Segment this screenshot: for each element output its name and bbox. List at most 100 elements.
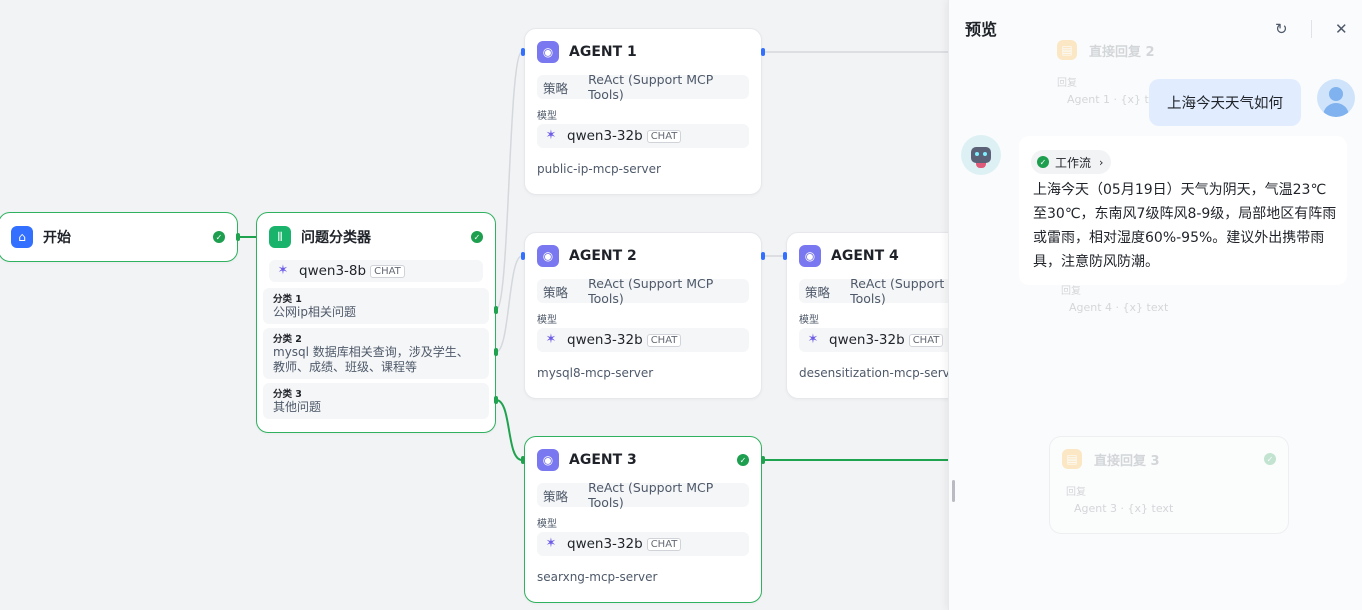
user-avatar [1317, 79, 1355, 117]
divider [1311, 20, 1312, 38]
classifier-model: ✶ qwen3-8b CHAT [269, 260, 483, 282]
classifier-port[interactable] [494, 348, 498, 356]
user-message: 上海今天天气如何 [1149, 79, 1301, 126]
category-item: 分类 1 公网ip相关问题 [263, 288, 489, 324]
agent-icon: ◉ [537, 41, 559, 63]
model-label: 模型 [799, 315, 819, 326]
resize-handle[interactable] [952, 480, 955, 502]
strategy-label: 策略 [543, 488, 569, 504]
agent-icon: ◉ [537, 245, 559, 267]
bot-message: ✓ 工作流 › 上海今天（05月19日）天气为阴天，气温23℃至30℃，东南风7… [1019, 136, 1347, 285]
category-item: 分类 2 mysql 数据库相关查询，涉及学生、教师、成绩、班级、课程等 [263, 328, 489, 379]
classifier-node[interactable]: ⫴ 问题分类器 ✓ ✶ qwen3-8b CHAT 分类 1 公网ip相关问题 … [256, 212, 496, 433]
reply-3-node-ghost: ▤ 直接回复 3 ✓ 回复 Agent 3 · {x} text [1049, 436, 1289, 534]
agent-input-port[interactable] [521, 48, 525, 56]
mcp-server: public-ip-mcp-server [537, 162, 661, 176]
model-label: 模型 [537, 519, 557, 530]
reply-value: Agent 3 · {x} text [1074, 502, 1174, 515]
model-logo-icon: ✶ [545, 128, 557, 143]
strategy-value: ReAct (Support MCP Tools) [588, 72, 714, 102]
model-logo-icon: ✶ [807, 332, 819, 347]
category-item: 分类 3 其他问题 [263, 383, 489, 419]
reply-2-node-ghost: ▤ 直接回复 2 回复 Agent 1 · {x} text [1057, 40, 1297, 106]
home-icon: ⌂ [11, 226, 33, 248]
reply-icon: ▤ [1057, 40, 1077, 60]
preview-panel: ▤ 直接回复 2 回复 Agent 1 · {x} text 回复 Agent … [948, 0, 1362, 610]
mcp-server: mysql8-mcp-server [537, 366, 654, 380]
agent-output-port[interactable] [761, 252, 765, 260]
bot-avatar [961, 135, 1001, 175]
success-check-icon: ✓ [1037, 156, 1049, 168]
reply-label: 回复 [1066, 487, 1086, 498]
agent-title: AGENT 3 [569, 452, 637, 468]
model-logo-icon: ✶ [545, 536, 557, 551]
success-check-icon: ✓ [1264, 453, 1276, 465]
agent-icon: ◉ [799, 245, 821, 267]
success-check-icon: ✓ [213, 231, 225, 243]
success-check-icon: ✓ [471, 231, 483, 243]
mcp-server: searxng-mcp-server [537, 570, 658, 584]
bot-reply-text: 上海今天（05月19日）天气为阴天，气温23℃至30℃，东南风7级阵风8-9级，… [1033, 182, 1337, 270]
reply-label: 回复 [1061, 286, 1081, 297]
start-node[interactable]: ⌂ 开始 ✓ [0, 212, 238, 262]
agent-input-port[interactable] [521, 456, 525, 464]
model-name: qwen3-32b [567, 536, 643, 552]
classifier-port[interactable] [494, 306, 498, 314]
category-name: 分类 2 [273, 334, 302, 345]
strategy-label: 策略 [543, 284, 569, 300]
strategy-value: ReAct (Support MCP Tools) [588, 276, 714, 306]
model-logo-icon: ✶ [545, 332, 557, 347]
reply-label: 回复 [1057, 78, 1077, 89]
preview-title: 预览 [965, 20, 998, 39]
agent-title: AGENT 4 [831, 248, 899, 264]
reply-2-title: 直接回复 2 [1089, 44, 1155, 60]
model-tag: CHAT [646, 537, 682, 551]
category-desc: 公网ip相关问题 [273, 305, 356, 319]
model-name: qwen3-8b [299, 263, 367, 279]
reply-value: Agent 4 · {x} text [1069, 301, 1169, 314]
agent-input-port[interactable] [521, 252, 525, 260]
strategy-value: ReAct (Support MCP Tools) [850, 276, 976, 306]
model-name: qwen3-32b [567, 128, 643, 144]
strategy-row: 策略 ReAct (Support MCP Tools) [537, 480, 749, 510]
category-desc: mysql 数据库相关查询，涉及学生、教师、成绩、班级、课程等 [273, 345, 469, 374]
agent-input-port[interactable] [783, 252, 787, 260]
start-output-port[interactable] [236, 233, 240, 241]
strategy-row: 策略 ReAct (Support MCP Tools) [537, 276, 749, 306]
model-name: qwen3-32b [567, 332, 643, 348]
model-tag: CHAT [646, 333, 682, 347]
agent-output-port[interactable] [761, 48, 765, 56]
agent-title: AGENT 2 [569, 248, 637, 264]
classifier-title: 问题分类器 [301, 230, 371, 246]
workflow-toggle[interactable]: ✓ 工作流 › [1031, 150, 1112, 174]
reply-3-title: 直接回复 3 [1094, 453, 1160, 469]
close-icon[interactable]: ✕ [1335, 20, 1348, 38]
reply-icon: ▤ [1062, 449, 1082, 469]
agent-icon: ◉ [537, 449, 559, 471]
classifier-port[interactable] [494, 396, 498, 404]
mcp-server: desensitization-mcp-server [799, 366, 963, 380]
agent-title: AGENT 1 [569, 44, 637, 60]
start-node-title: 开始 [43, 230, 71, 246]
category-name: 分类 1 [273, 294, 302, 305]
model-label: 模型 [537, 111, 557, 122]
model-tag: CHAT [646, 129, 682, 143]
category-name: 分类 3 [273, 389, 302, 400]
model-tag: CHAT [908, 333, 944, 347]
strategy-value: ReAct (Support MCP Tools) [588, 480, 714, 510]
reply-4-node-ghost: 回复 Agent 4 · {x} text [1061, 282, 1301, 314]
model-tag: CHAT [370, 264, 405, 278]
agent-output-port[interactable] [761, 456, 765, 464]
success-check-icon: ✓ [737, 454, 749, 466]
refresh-icon[interactable]: ↻ [1275, 20, 1288, 38]
classifier-icon: ⫴ [269, 226, 291, 248]
model-name: qwen3-32b [829, 332, 905, 348]
strategy-label: 策略 [805, 284, 831, 300]
